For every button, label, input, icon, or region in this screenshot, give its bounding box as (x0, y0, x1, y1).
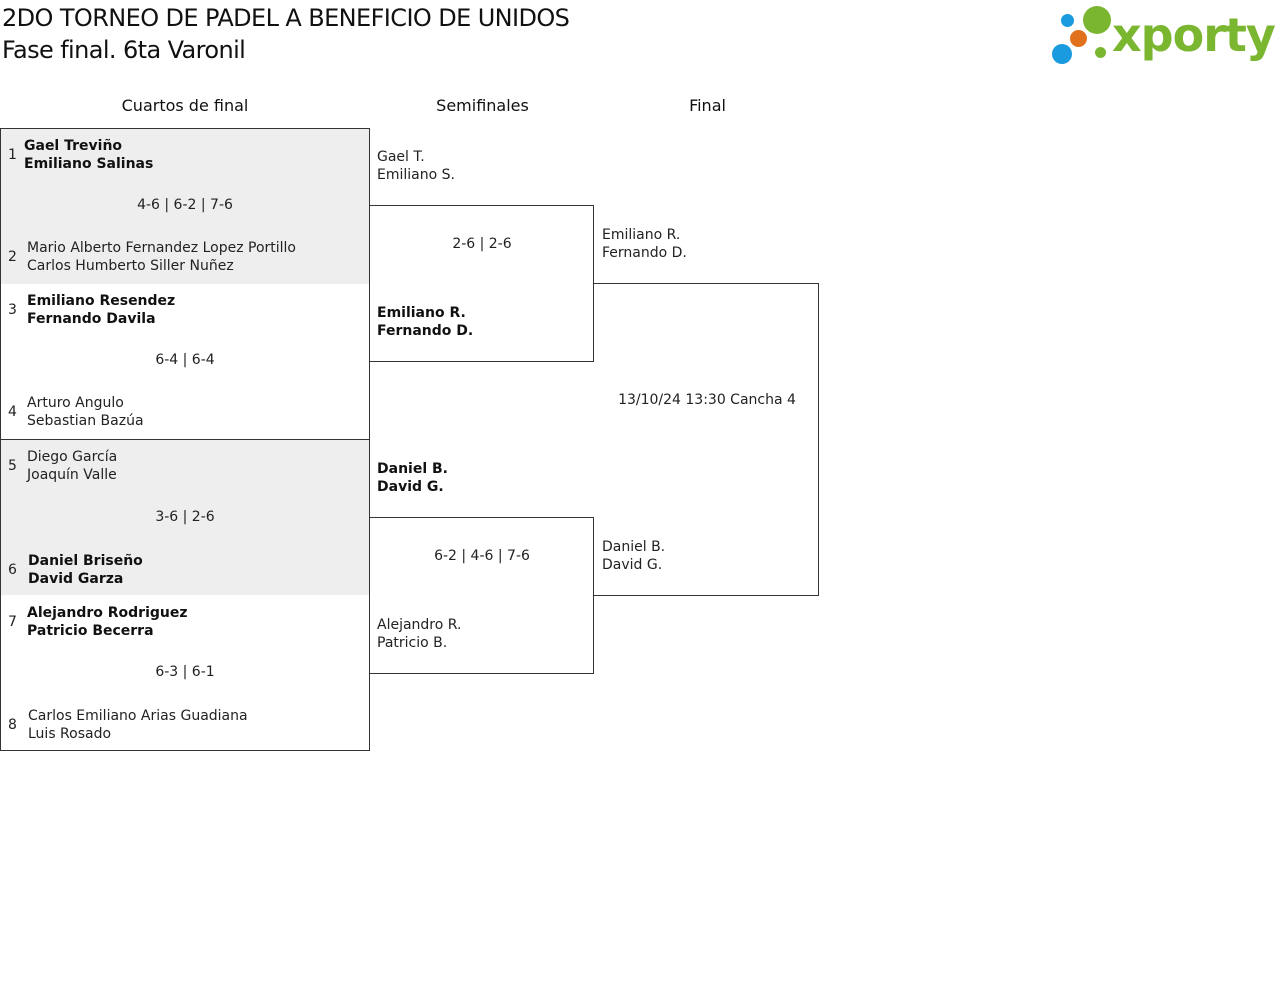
logo-dot-green-small (1095, 47, 1106, 58)
round-header-semifinals: Semifinales (436, 96, 529, 115)
seed-number: 8 (8, 717, 17, 733)
team-slot: 5 Diego García Joaquín Valle (1, 446, 369, 486)
player-name: Emiliano R. (602, 227, 681, 243)
player-name: Sebastian Bazúa (27, 413, 144, 429)
team-names: Gael Treviño Emiliano Salinas (24, 137, 153, 173)
quarterfinal-match-4[interactable]: 7 Alejandro Rodriguez Patricio Becerra 6… (0, 595, 370, 751)
logo-dot-blue-bottom (1052, 44, 1072, 64)
semifinal-2-team-bottom: Alejandro R. Patricio B. (377, 616, 461, 652)
team-names: Arturo Angulo Sebastian Bazúa (27, 394, 144, 430)
player-name: Daniel B. (602, 539, 666, 555)
team-names: Diego García Joaquín Valle (27, 448, 117, 484)
team-names: Daniel Briseño David Garza (28, 552, 143, 588)
player-name: Emiliano S. (377, 167, 455, 183)
player-name: Patricio Becerra (27, 623, 154, 639)
player-name: Emiliano Salinas (24, 156, 154, 172)
match-score: 6-4 | 6-4 (155, 352, 215, 368)
team-slot: 6 Daniel Briseño David Garza (1, 550, 369, 590)
match-score: 4-6 | 6-2 | 7-6 (137, 197, 233, 213)
seed-number: 4 (8, 404, 17, 420)
semifinal-2-team-top: Daniel B. David G. (377, 460, 448, 496)
phase-subtitle: Fase final. 6ta Varonil (2, 36, 246, 64)
team-slot: 4 Arturo Angulo Sebastian Bazúa (1, 392, 369, 432)
player-name: Emiliano R. (377, 305, 466, 321)
match-score: 6-3 | 6-1 (155, 664, 215, 680)
team-slot: 3 Emiliano Resendez Fernando Davila (1, 290, 369, 330)
round-header-quarterfinals: Cuartos de final (121, 96, 249, 115)
quarterfinal-match-2[interactable]: 3 Emiliano Resendez Fernando Davila 6-4 … (0, 284, 370, 440)
player-name: Gael Treviño (24, 138, 123, 154)
xporty-logo[interactable]: xporty (1050, 4, 1276, 68)
final-schedule: 13/10/24 13:30 Cancha 4 (618, 392, 796, 408)
team-slot: 8 Carlos Emiliano Arias Guadiana Luis Ro… (1, 705, 369, 745)
player-name: Fernando D. (602, 245, 687, 261)
player-name: David G. (377, 479, 444, 495)
semifinal-2-score: 6-2 | 4-6 | 7-6 (434, 548, 530, 564)
player-name: Fernando D. (377, 323, 474, 339)
team-names: Emiliano Resendez Fernando Davila (27, 292, 175, 328)
semifinal-bracket-2[interactable] (369, 517, 594, 674)
seed-number: 6 (8, 562, 17, 578)
semifinal-1-team-top: Gael T. Emiliano S. (377, 148, 455, 184)
match-score: 3-6 | 2-6 (155, 509, 215, 525)
quarterfinal-match-1[interactable]: 1 Gael Treviño Emiliano Salinas 4-6 | 6-… (0, 128, 370, 285)
team-slot: 1 Gael Treviño Emiliano Salinas (1, 135, 369, 175)
player-name: Luis Rosado (28, 726, 112, 742)
seed-number: 3 (8, 302, 17, 318)
player-name: Mario Alberto Fernandez Lopez Portillo (27, 240, 296, 256)
team-slot: 7 Alejandro Rodriguez Patricio Becerra (1, 602, 369, 642)
team-slot: 2 Mario Alberto Fernandez Lopez Portillo… (1, 237, 369, 277)
logo-dot-green-large (1083, 6, 1111, 34)
player-name: David G. (602, 557, 663, 573)
team-names: Mario Alberto Fernandez Lopez Portillo C… (27, 239, 296, 275)
player-name: Daniel B. (377, 461, 448, 477)
seed-number: 2 (8, 249, 17, 265)
team-names: Carlos Emiliano Arias Guadiana Luis Rosa… (28, 707, 248, 743)
quarterfinal-match-3[interactable]: 5 Diego García Joaquín Valle 3-6 | 2-6 6… (0, 439, 370, 596)
seed-number: 1 (8, 147, 17, 163)
player-name: Alejandro Rodriguez (27, 605, 188, 621)
player-name: Alejandro R. (377, 617, 462, 633)
player-name: David Garza (28, 571, 124, 587)
player-name: Carlos Emiliano Arias Guadiana (28, 708, 248, 724)
player-name: Fernando Davila (27, 311, 156, 327)
player-name: Diego García (27, 449, 118, 465)
seed-number: 7 (8, 614, 17, 630)
team-names: Alejandro Rodriguez Patricio Becerra (27, 604, 188, 640)
logo-dot-blue-top (1061, 14, 1074, 27)
semifinal-1-team-bottom: Emiliano R. Fernando D. (377, 304, 473, 340)
player-name: Patricio B. (377, 635, 448, 651)
logo-dot-orange (1070, 30, 1087, 47)
semifinal-1-score: 2-6 | 2-6 (452, 236, 512, 252)
player-name: Joaquín Valle (27, 467, 117, 483)
player-name: Daniel Briseño (28, 553, 143, 569)
logo-wordmark: xporty (1112, 8, 1276, 62)
player-name: Emiliano Resendez (27, 293, 176, 309)
semifinal-bracket-1[interactable] (369, 205, 594, 362)
tournament-title: 2DO TORNEO DE PADEL A BENEFICIO DE UNIDO… (2, 4, 570, 32)
player-name: Gael T. (377, 149, 425, 165)
player-name: Arturo Angulo (27, 395, 124, 411)
final-team-top: Emiliano R. Fernando D. (602, 226, 687, 262)
final-team-bottom: Daniel B. David G. (602, 538, 665, 574)
player-name: Carlos Humberto Siller Nuñez (27, 258, 234, 274)
final-bracket[interactable] (594, 283, 819, 596)
round-header-final: Final (689, 96, 726, 115)
seed-number: 5 (8, 458, 17, 474)
